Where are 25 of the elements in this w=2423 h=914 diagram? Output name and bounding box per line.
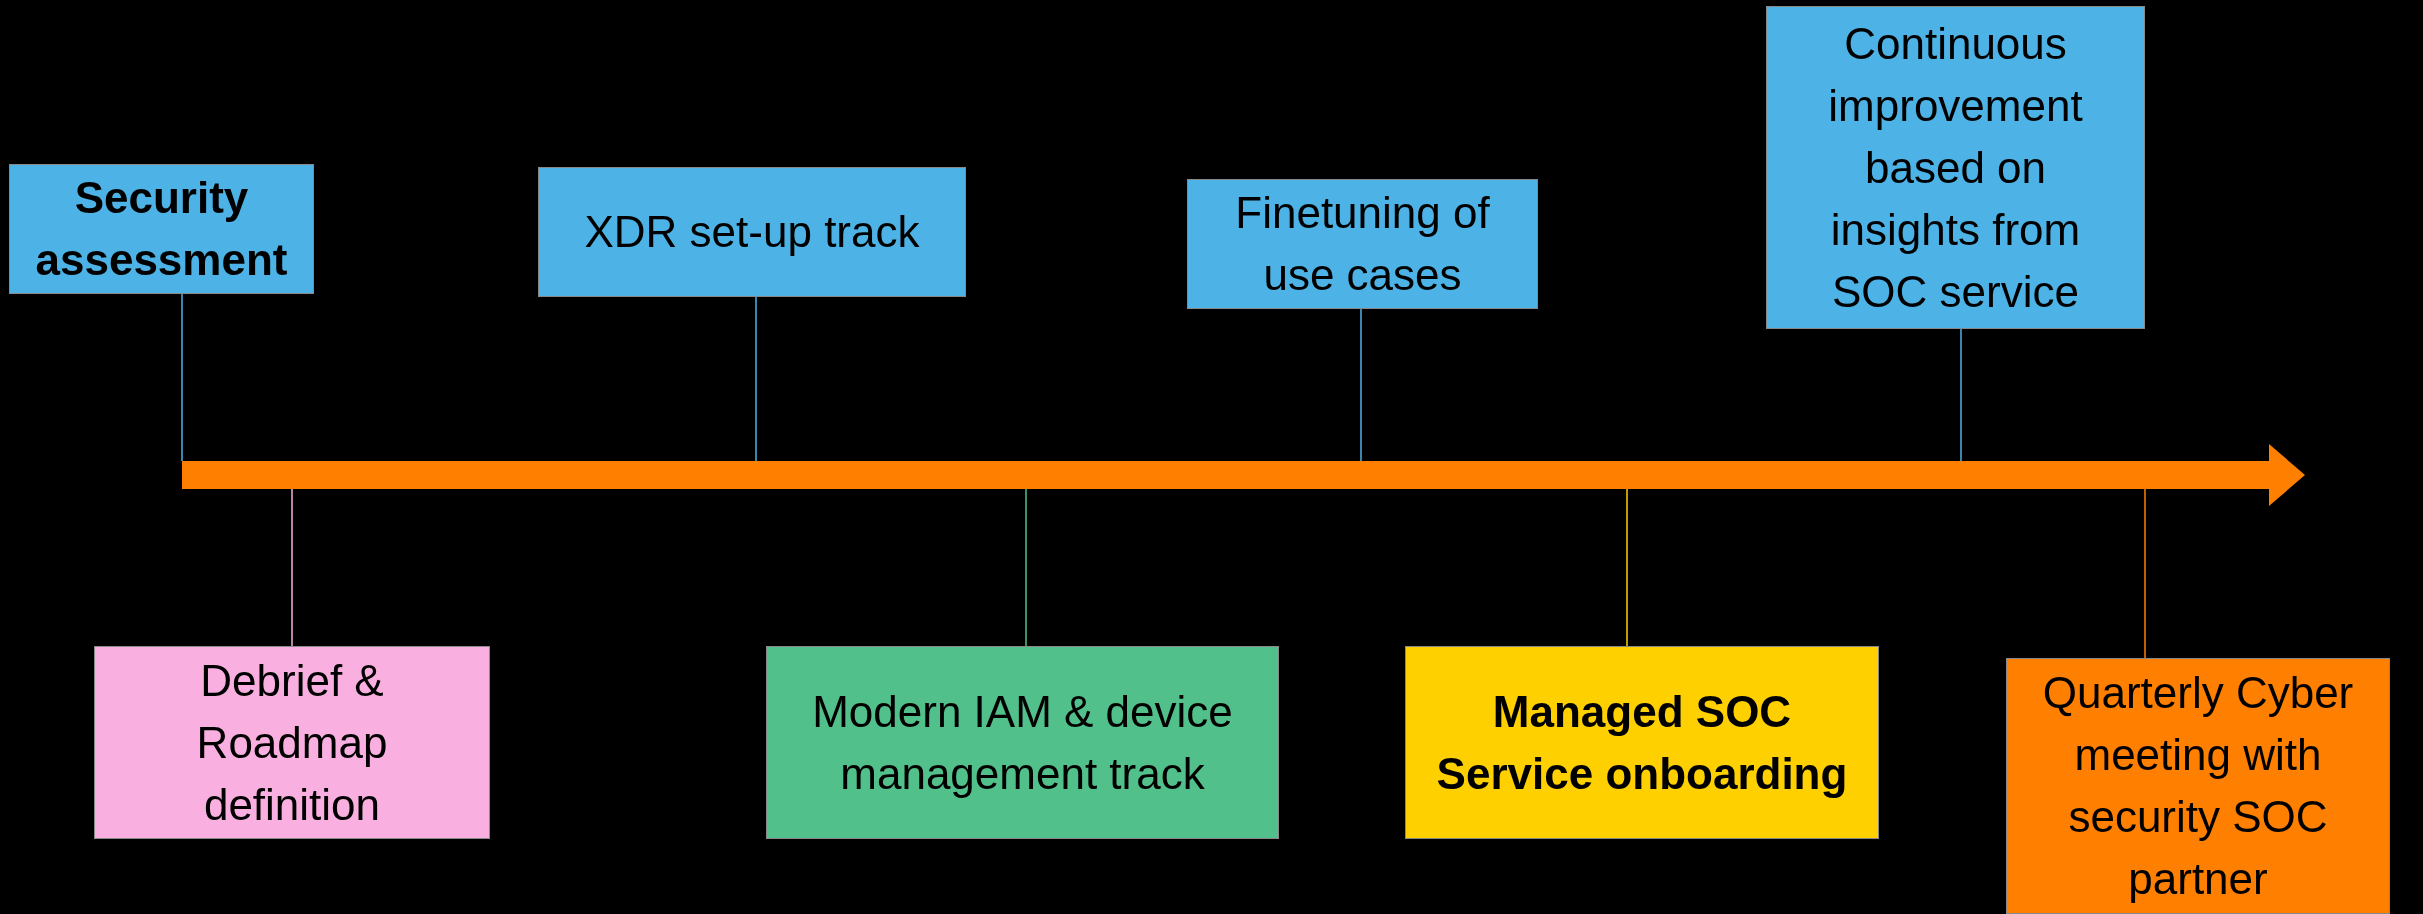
leader-line: [1960, 328, 1962, 462]
phase-box: [94, 646, 490, 839]
milestone-box: [538, 167, 966, 297]
leader-line: [2144, 488, 2146, 659]
timeline-arrow: [182, 444, 2305, 506]
leader-line: [1025, 488, 1027, 647]
leader-line: [181, 293, 183, 462]
box-label: Quarterly Cyber meeting with security SOC partner: [2041, 667, 2355, 905]
leader-line: [1360, 308, 1362, 462]
box-label: Managed SOC Service onboarding: [1435, 685, 1849, 800]
box-label: XDR set-up track: [584, 206, 920, 258]
leader-line: [291, 488, 293, 647]
milestone-box: [1187, 179, 1538, 309]
box-label: Security assessment: [34, 172, 289, 286]
phase-box: [766, 646, 1279, 839]
box-label: Debrief & Roadmap definition: [195, 654, 389, 831]
leader-line: [755, 296, 757, 462]
box-label: Modern IAM & device management track: [811, 685, 1234, 800]
box-label: Finetuning of use cases: [1234, 187, 1491, 301]
phase-box: [2006, 658, 2390, 914]
phase-box: [1405, 646, 1879, 839]
leader-line: [1626, 488, 1628, 647]
milestone-box: [9, 164, 314, 294]
milestone-box: [1766, 6, 2145, 329]
box-label: Continuous improvement based on insights from SOC service: [1827, 17, 2084, 318]
